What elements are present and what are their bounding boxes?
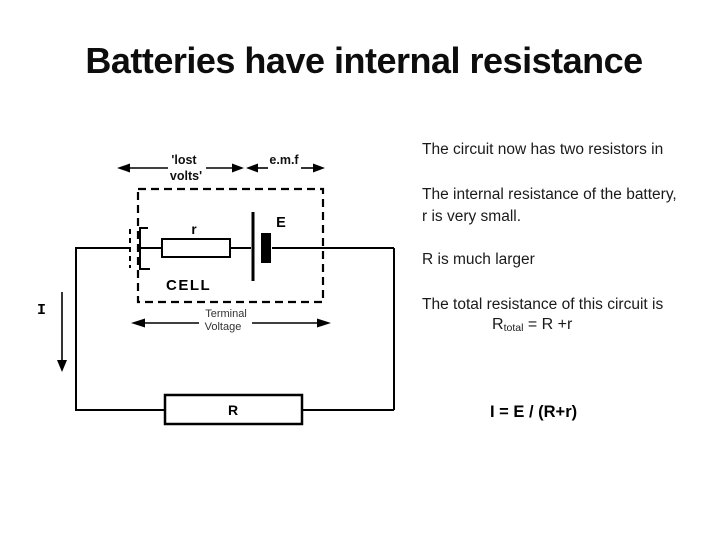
cell-short-plate xyxy=(261,233,271,263)
lost-volts-label-line2: volts' xyxy=(170,169,202,183)
formula-current: I = E / (R+r) xyxy=(490,403,578,421)
lost-volts-arrowhead-right xyxy=(232,163,244,173)
internal-resistor-box xyxy=(161,238,231,258)
lost-volts-arrowhead-left xyxy=(117,163,130,173)
text-two-resistors: The circuit now has two resistors in xyxy=(422,141,664,158)
text-internal-resistance-2: r is very small. xyxy=(422,208,522,225)
formula-total-base: R xyxy=(492,316,504,333)
formula-total-subscript: total xyxy=(503,322,524,334)
emf-measure-label: e.m.f xyxy=(269,153,299,167)
terminal-voltage-label-line2: Voltage xyxy=(205,321,242,333)
emf-arrowhead-right xyxy=(313,163,325,173)
text-total-resistance: The total resistance of this circuit is xyxy=(422,296,664,313)
terminal-voltage-arrowhead-right xyxy=(317,318,331,328)
cell-label: CELL xyxy=(166,277,211,294)
cell-boundary-dashed-box xyxy=(136,187,325,304)
lost-volts-label-line1: 'lost xyxy=(171,153,197,167)
terminal-voltage-arrowhead-left xyxy=(131,318,145,328)
text-r-much-larger: R is much larger xyxy=(422,251,535,268)
emf-symbol-label: E xyxy=(276,215,286,231)
current-arrowhead-down xyxy=(57,360,67,372)
formula-total-resistance: Rtotal = R +r xyxy=(492,314,572,339)
terminal-voltage-label-line1: Terminal xyxy=(205,308,247,320)
emf-arrowhead-left xyxy=(246,163,258,173)
load-resistor-box xyxy=(163,393,304,426)
current-label: I xyxy=(37,302,46,319)
text-internal-resistance-1: The internal resistance of the battery, xyxy=(422,186,677,203)
slide-title: Batteries have internal resistance xyxy=(85,40,643,81)
load-resistor-label: R xyxy=(228,402,238,418)
formula-total-rest: = R +r xyxy=(523,316,573,333)
cell-terminal-bracket xyxy=(139,227,150,270)
internal-resistor-label: r xyxy=(191,222,197,237)
